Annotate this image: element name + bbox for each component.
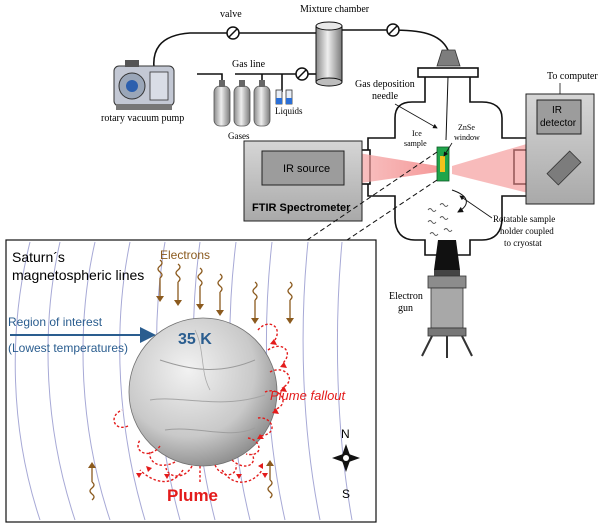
saturn-lines-label-2: magnetospheric lines bbox=[12, 267, 144, 283]
gas-deposition-label-1: Gas deposition bbox=[355, 79, 415, 90]
gases-label: Gases bbox=[228, 131, 250, 141]
plume-arcs bbox=[139, 451, 263, 483]
holder-label-2: holder coupled bbox=[500, 226, 554, 236]
compass-north-label: N bbox=[341, 427, 350, 441]
region-of-interest-label-2: (Lowest temperatures) bbox=[8, 341, 128, 355]
ir-beam bbox=[340, 150, 438, 186]
holder-label-1: Rotatable sample bbox=[493, 214, 555, 224]
ice-sample-label-1: Ice bbox=[412, 129, 422, 138]
ice-sample-label-2: sample bbox=[404, 139, 427, 148]
electron-arrowheads bbox=[88, 296, 294, 468]
rotary-vacuum-pump-icon bbox=[113, 60, 175, 110]
zoom-line-bottom bbox=[214, 179, 438, 329]
valve-left-icon[interactable] bbox=[226, 26, 240, 40]
to-computer-label: To computer bbox=[547, 71, 598, 82]
electron-gun-icon bbox=[421, 240, 473, 358]
enceladus-moon bbox=[128, 317, 278, 467]
znse-window-label-1: ZnSe bbox=[458, 123, 475, 132]
region-of-interest-label-1: Region of interest bbox=[8, 315, 103, 329]
valve-label: valve bbox=[220, 9, 242, 20]
holder-label-3: to cryostat bbox=[504, 238, 542, 248]
electron-gun-label-2: gun bbox=[398, 303, 413, 314]
ftir-spectrometer bbox=[243, 140, 363, 222]
plume-fallout-arcs bbox=[113, 323, 290, 456]
mixture-chamber bbox=[315, 21, 343, 87]
electron-spirals bbox=[89, 259, 293, 501]
zoom-line-top bbox=[191, 151, 438, 319]
chamber-electron-marks bbox=[427, 203, 453, 236]
electrons-label: Electrons bbox=[160, 248, 210, 262]
electron-gun-label-1: Electron bbox=[389, 291, 423, 302]
saturn-lines-label-1: Saturn´s bbox=[12, 249, 65, 265]
liquids-label: Liquids bbox=[275, 106, 303, 116]
znse-window-label-2: window bbox=[454, 133, 480, 142]
enceladus-inset bbox=[5, 239, 377, 523]
ir-detector-label-2: detector bbox=[540, 118, 577, 129]
plume-fallout-label: Plume fallout bbox=[270, 388, 347, 403]
valve-right-icon[interactable] bbox=[386, 23, 400, 37]
ftir-label: FTIR Spectrometer bbox=[252, 202, 351, 214]
compass-south-label: S bbox=[342, 487, 350, 501]
gas-deposition-needle bbox=[436, 49, 461, 141]
mixture-chamber-label: Mixture chamber bbox=[300, 4, 370, 15]
gas-deposition-label-2: needle bbox=[372, 91, 399, 102]
valve-gasline-icon[interactable] bbox=[295, 67, 309, 81]
gas-line-label: Gas line bbox=[232, 59, 266, 70]
ice-sample bbox=[436, 146, 450, 182]
ir-detector bbox=[525, 93, 595, 205]
plume-arrowheads bbox=[136, 339, 287, 479]
ir-beam-out bbox=[452, 140, 540, 196]
plume-label: Plume bbox=[167, 486, 218, 505]
temperature-label: 35 K bbox=[178, 331, 212, 348]
liquids-vials-icon bbox=[275, 89, 293, 105]
ir-source-label: IR source bbox=[283, 163, 330, 175]
gas-cylinders-icon bbox=[213, 80, 271, 127]
rotary-pump-label: rotary vacuum pump bbox=[101, 113, 184, 124]
compass-icon bbox=[332, 444, 360, 472]
ir-detector-label-1: IR bbox=[552, 105, 562, 116]
